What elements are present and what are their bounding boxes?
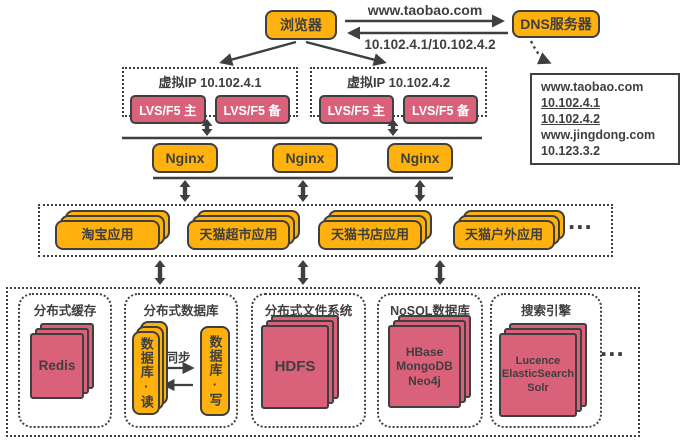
storage-group-cache: 分布式缓存: [18, 293, 112, 428]
apps-container: [38, 204, 613, 257]
dns-to-records-dotted-arrow: [529, 40, 552, 65]
vip-title: 虚拟IP 10.102.4.2: [346, 75, 451, 90]
vip-group-1: 虚拟IP 10.102.4.1 LVS/F5 主 LVS/F5 备: [122, 67, 298, 124]
nginx-node: Nginx: [272, 143, 338, 173]
db-read-label: 数据库·读: [132, 331, 160, 415]
lvs-master-node: LVS/F5 主: [318, 95, 394, 124]
storage-container: [6, 287, 640, 437]
app-stack-label: 天猫户外应用: [453, 220, 555, 250]
storage-ellipsis: ...: [600, 332, 625, 362]
storage-group-title: 分布式数据库: [143, 304, 219, 318]
apps-ellipsis: ...: [568, 205, 593, 235]
app-stack-label: 天猫书店应用: [318, 220, 422, 250]
nosql-stack: HBase MongoDB Neo4j: [388, 315, 471, 408]
browser-to-vip1-arrow: [219, 40, 297, 66]
storage-group-title: NoSQL数据库: [390, 304, 470, 318]
storage-group-title: 搜索引擎: [520, 304, 571, 318]
browser-node: 浏览器: [265, 10, 337, 40]
browser-to-vip2-arrow: [305, 40, 387, 67]
storage-group-title: 分布式文件系统: [264, 304, 353, 318]
redis-stack: Redis: [30, 323, 94, 399]
dns-record-line: 10.102.4.2: [541, 112, 601, 126]
lvs-backup-node: LVS/F5 备: [214, 95, 290, 124]
dns-record-line: www.taobao.com: [541, 80, 644, 94]
dns-server-node: DNS服务器: [512, 10, 600, 38]
sync-label: 同步: [165, 351, 191, 365]
storage-group-title: 分布式缓存: [33, 304, 97, 318]
storage-card-label: HDFS: [261, 325, 329, 409]
dns-records-box: www.taobao.com 10.102.4.1 10.102.4.2 www…: [530, 73, 680, 165]
dns-record-line: 10.102.4.1: [541, 96, 601, 110]
response-arrow-label: 10.102.4.1/10.102.4.2: [364, 37, 496, 52]
storage-group-search: 搜索引擎: [490, 293, 602, 428]
dns-record-line: www.jingdong.com: [541, 128, 656, 142]
storage-group-nosql: NoSQL数据库: [377, 293, 483, 428]
double-headed-arrows: [154, 119, 446, 285]
storage-card-label: HBase MongoDB Neo4j: [388, 325, 461, 408]
vip-group-2: 虚拟IP 10.102.4.2 LVS/F5 主 LVS/F5 备: [310, 67, 487, 124]
search-stack: Lucence ElasticSearch Solr: [499, 323, 587, 417]
storage-card-label: Redis: [30, 333, 84, 399]
app-stack-label: 天猫超市应用: [187, 220, 290, 250]
dns-record-line: 10.123.3.2: [541, 144, 601, 158]
app-stack-tmall-bookstore: 天猫书店应用: [318, 210, 432, 250]
hdfs-stack: HDFS: [261, 315, 339, 409]
db-read-stack: 数据库·读: [132, 321, 168, 415]
storage-group-database: 分布式数据库: [124, 293, 238, 428]
storage-group-filesystem: 分布式文件系统: [251, 293, 366, 428]
db-write-card: 数据库·写: [200, 326, 230, 416]
app-stack-taobao: 淘宝应用: [55, 210, 170, 250]
app-stack-tmall-supermarket: 天猫超市应用: [187, 210, 300, 250]
lvs-master-node: LVS/F5 主: [130, 95, 206, 124]
vip-title: 虚拟IP 10.102.4.1: [158, 75, 262, 90]
nginx-node: Nginx: [387, 143, 453, 173]
request-arrow-label: www.taobao.com: [367, 2, 483, 18]
app-stack-tmall-outdoor: 天猫户外应用: [453, 210, 565, 250]
lvs-backup-node: LVS/F5 备: [403, 95, 479, 124]
nginx-node: Nginx: [152, 143, 218, 173]
storage-card-label: Lucence ElasticSearch Solr: [499, 333, 577, 417]
app-stack-label: 淘宝应用: [55, 220, 160, 250]
